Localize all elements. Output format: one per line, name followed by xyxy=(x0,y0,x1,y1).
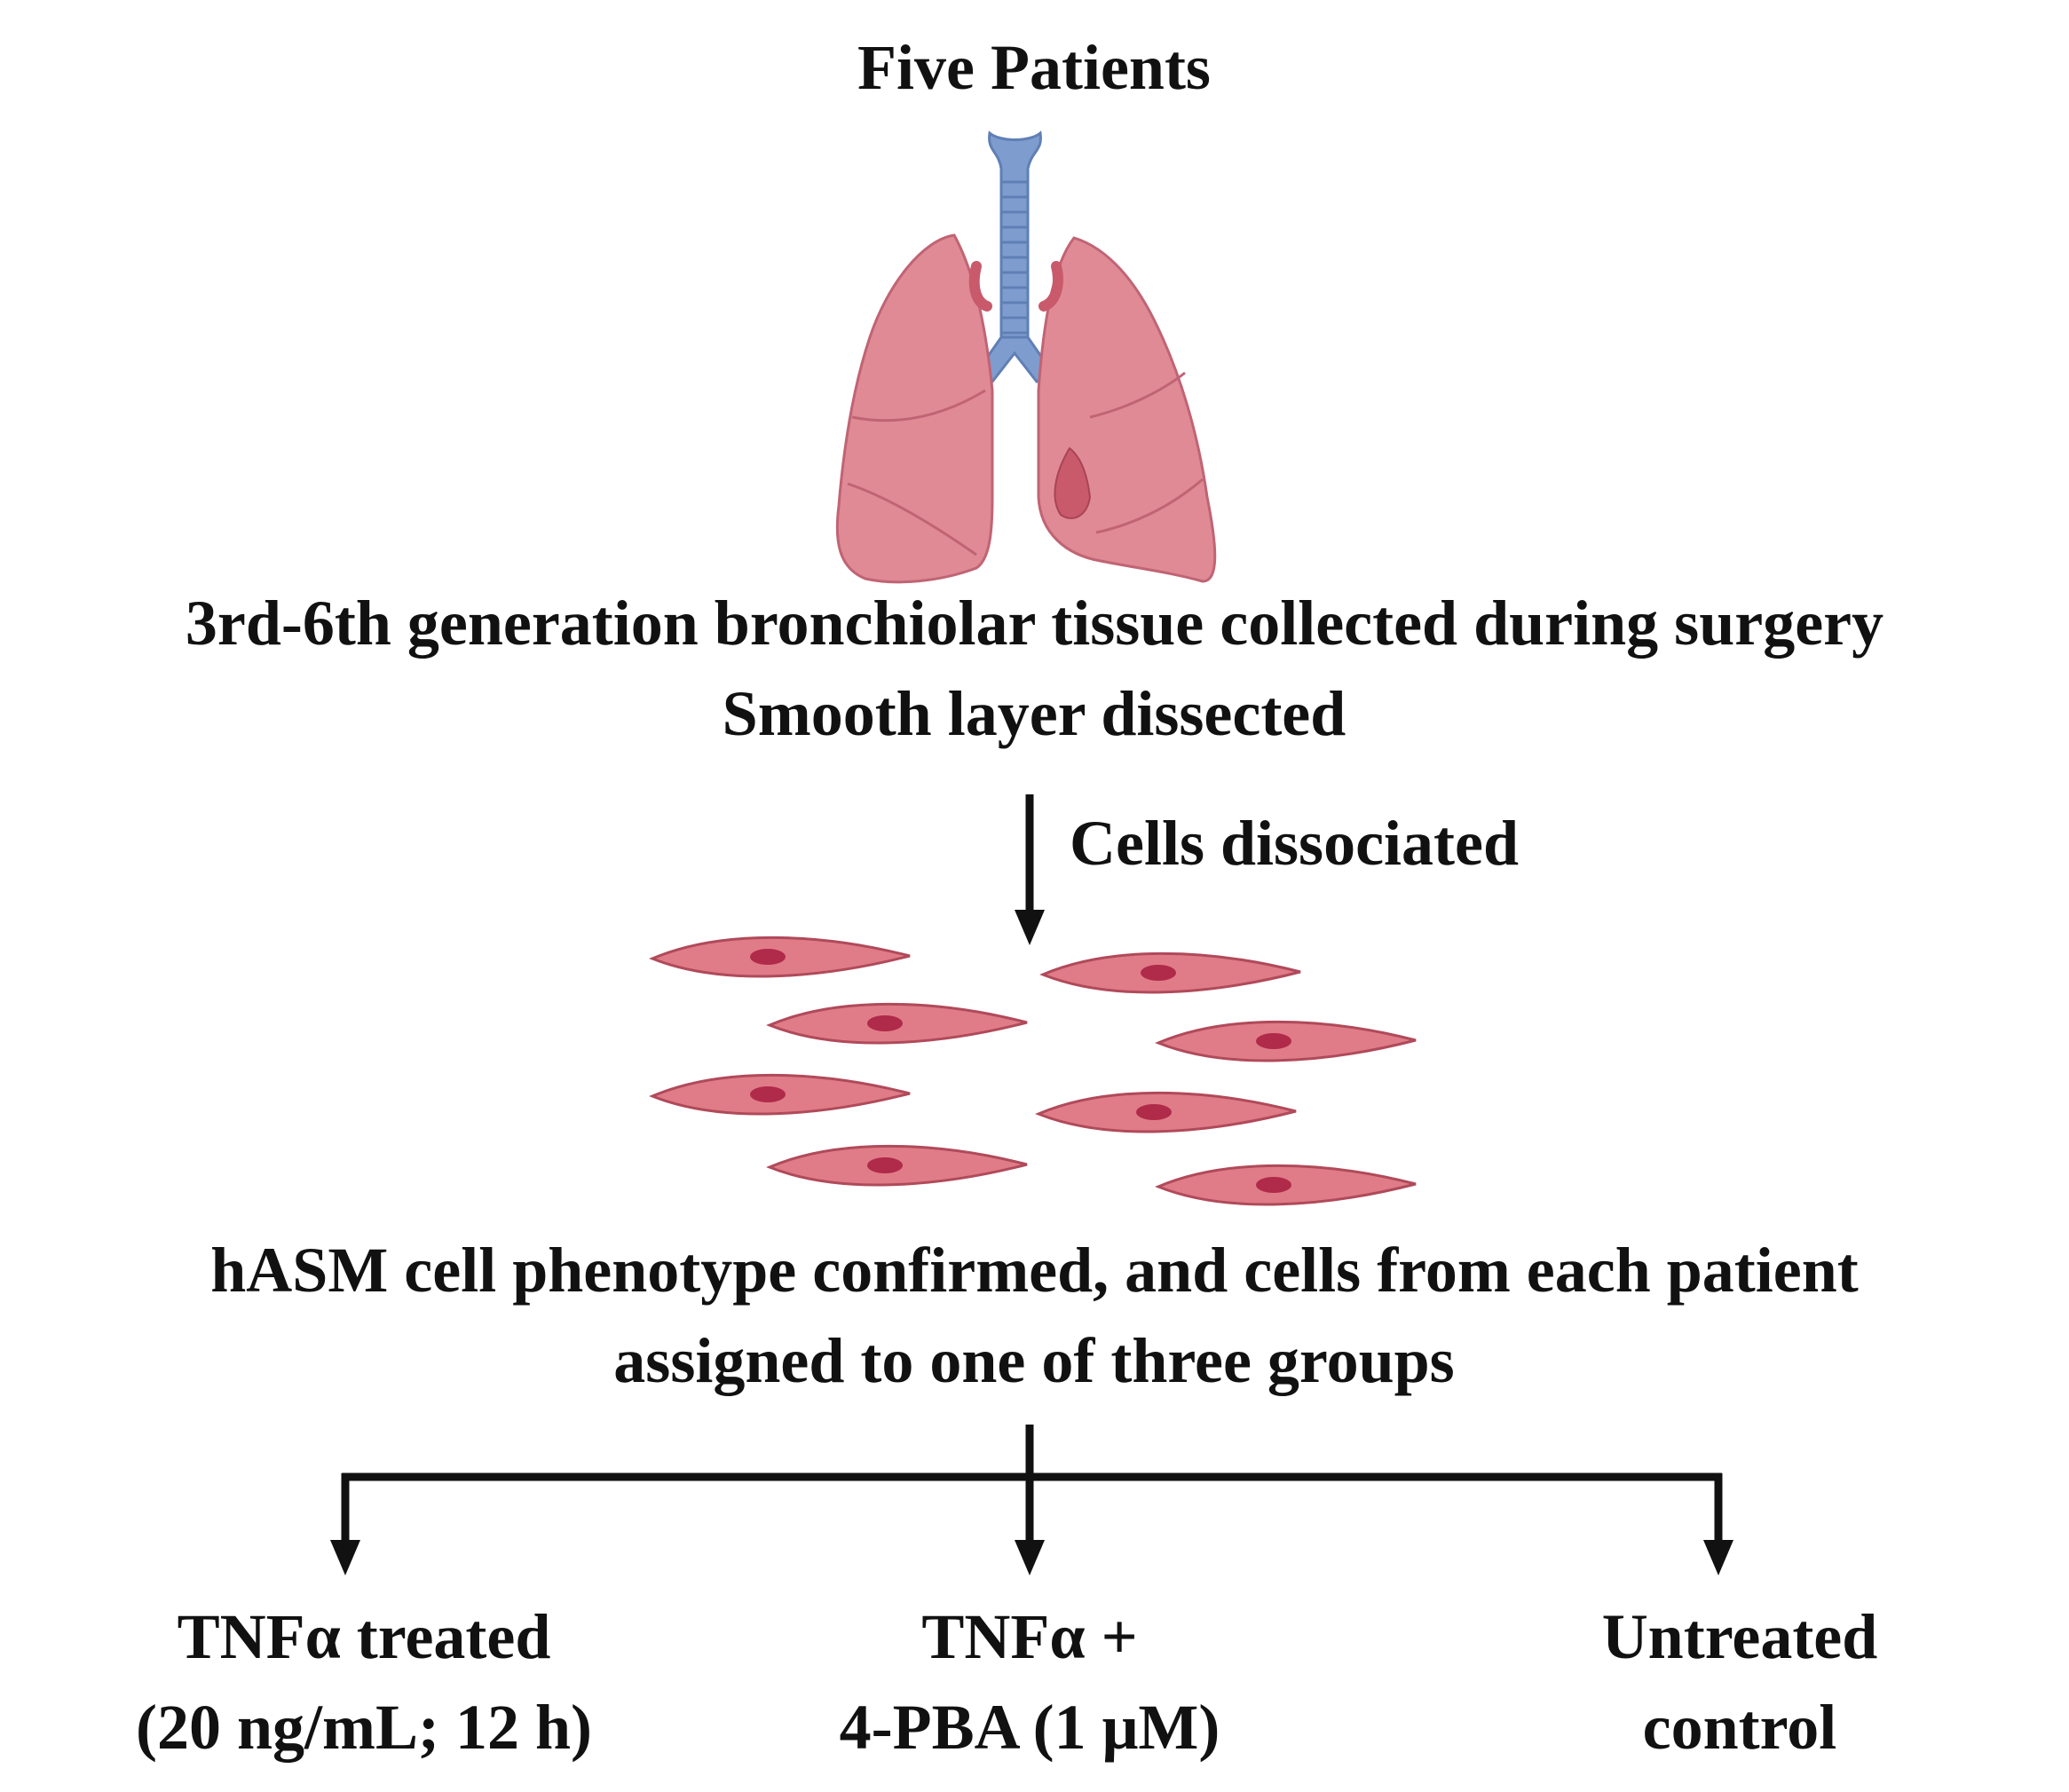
arrow-head-group-1 xyxy=(330,1540,360,1575)
branch-arrows xyxy=(330,1425,1733,1575)
step-tissue-line2: Smooth layer dissected xyxy=(722,678,1346,749)
cell-4 xyxy=(1157,1020,1418,1062)
arrow-cells-dissociated xyxy=(1015,794,1045,945)
cell-3 xyxy=(768,1002,1029,1045)
arrow-label: Cells dissociated xyxy=(1070,808,1520,879)
cell-2 xyxy=(1041,951,1302,994)
cell-5 xyxy=(651,1073,912,1116)
trachea xyxy=(974,130,1055,383)
group-2-line2: 4-PBA (1 μM) xyxy=(839,1692,1220,1763)
step-tissue-line1: 3rd-6th generation bronchiolar tissue co… xyxy=(185,588,1884,659)
smooth-muscle-cell-icon xyxy=(651,935,1418,1206)
step-assign-line1: hASM cell phenotype confirmed, and cells… xyxy=(210,1235,1859,1306)
group-3-line2: control xyxy=(1642,1692,1837,1763)
cell-7 xyxy=(768,1144,1029,1187)
step-assign-line2: assigned to one of three groups xyxy=(613,1325,1455,1396)
title: Five Patients xyxy=(857,32,1211,103)
cell-1 xyxy=(651,935,912,978)
cell-8 xyxy=(1157,1164,1418,1206)
right-lung xyxy=(1037,236,1217,583)
cell-6 xyxy=(1037,1091,1298,1133)
arrow-head-group-3 xyxy=(1703,1540,1733,1575)
group-1-line1: TNFα treated xyxy=(177,1601,551,1672)
lungs-icon xyxy=(835,130,1217,584)
arrow-head-group-2 xyxy=(1015,1540,1045,1575)
group-2-line1: TNFα + xyxy=(921,1601,1138,1672)
group-3-line1: Untreated xyxy=(1601,1601,1878,1672)
group-1-line2: (20 ng/mL; 12 h) xyxy=(135,1692,593,1763)
left-lung xyxy=(835,233,994,584)
